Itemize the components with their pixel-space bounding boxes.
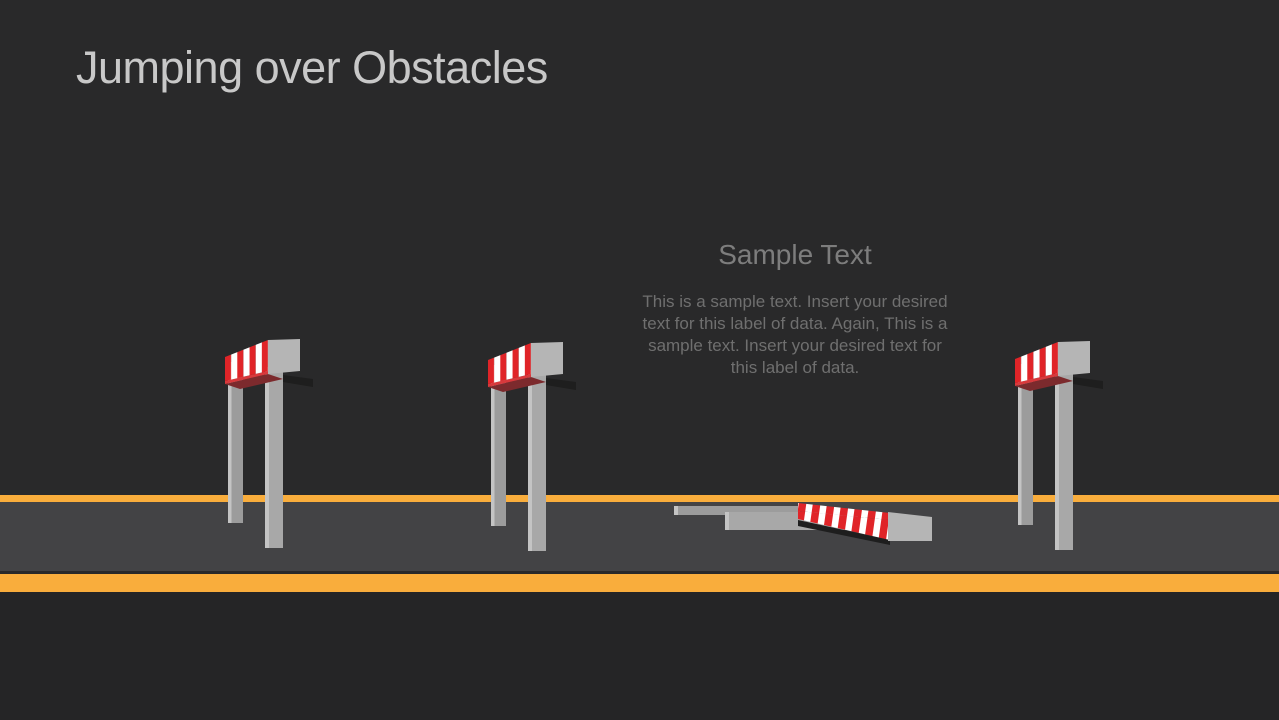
standing-hurdle-1 — [224, 337, 314, 549]
below-road-area — [0, 592, 1279, 720]
callout-heading: Sample Text — [718, 239, 872, 270]
road-lane-line-top — [0, 495, 1279, 502]
callout-body: This is a sample text. Insert your desir… — [595, 291, 995, 379]
callout-body-line: this label of data. — [730, 357, 860, 377]
standing-hurdle-3 — [1014, 339, 1104, 551]
fallen-hurdle — [672, 500, 934, 548]
callout-text-block: Sample Text This is a sample text. Inser… — [595, 239, 995, 379]
callout-body-line: This is a sample text. Insert your desir… — [642, 291, 948, 311]
road-lane-band-bottom — [0, 574, 1279, 592]
callout-body-line: text for this label of data. Again, This… — [642, 313, 948, 333]
slide-title: Jumping over Obstacles — [76, 42, 548, 93]
callout-body-line: sample text. Insert your desired text fo… — [648, 335, 942, 355]
standing-hurdle-2 — [487, 340, 577, 552]
